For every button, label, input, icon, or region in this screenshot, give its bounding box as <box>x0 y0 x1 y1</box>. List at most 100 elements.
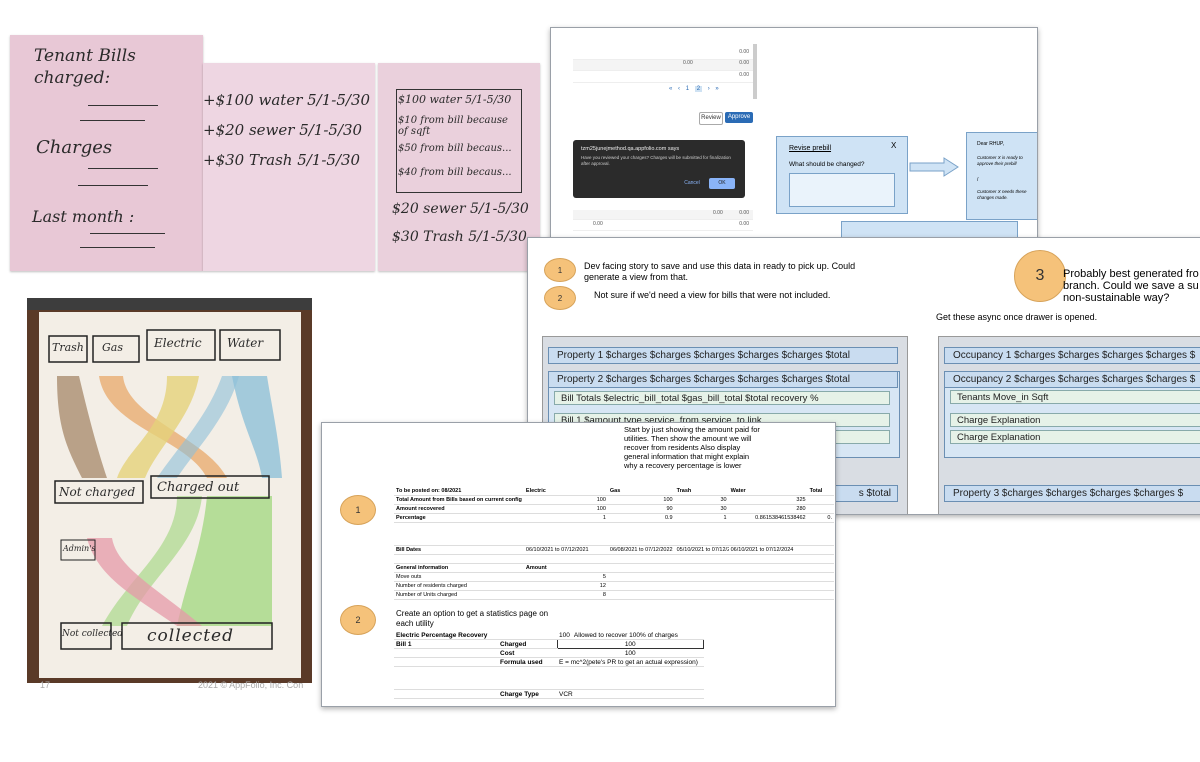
charge-explanation-1[interactable]: Charge Explanation <box>950 413 1200 427</box>
table-cell: Cost <box>498 648 557 658</box>
table-cell: Number of Units charged <box>394 590 524 600</box>
table-cell: 05/10/2021 to 07/12/2 <box>674 545 729 555</box>
table-cell: 12 <box>523 581 608 591</box>
stats-table: Electric Percentage Recovery 100 Allowed… <box>394 631 704 699</box>
table-cell: 100 <box>523 504 608 514</box>
revise-question: What should be changed? <box>789 161 865 168</box>
table-header-cell: Trash <box>674 487 729 496</box>
table-cell: 0.9 <box>607 513 675 523</box>
note-line: $10 from bill because of sqft <box>398 115 508 137</box>
note-line: $40 from bill becaus... <box>398 167 512 178</box>
table-cell: 0.861538461538462 <box>728 513 808 523</box>
table-cell: 90 <box>607 504 675 514</box>
bill-totals-row[interactable]: Bill Totals $electric_bill_total $gas_bi… <box>554 391 890 405</box>
pagination-page-2[interactable]: 2 <box>694 86 703 92</box>
email-line-2: Customer X needs these changes made. <box>977 189 1027 200</box>
table-cell: 0.00 <box>739 72 749 78</box>
sankey-label-gas: Gas <box>102 341 123 354</box>
table-cell: 0.00 <box>683 60 693 66</box>
sticky-note-tenant-bills: Tenant Bills charged: Charges Last month… <box>10 35 203 271</box>
note-line: +$30 Trash 5/1-5/30 <box>203 151 361 169</box>
step-marker-1: 1 <box>544 258 576 282</box>
table-cell: 06/10/2021 to 07/12/2021 <box>523 545 608 555</box>
table-cell[interactable]: 100 <box>556 639 704 649</box>
table-cell: 0.00 <box>739 221 749 227</box>
step-marker-3: 3 <box>1014 250 1066 302</box>
note-title: Tenant Bills charged: <box>34 46 136 88</box>
table-cell: 0.00 <box>713 210 723 216</box>
table-header-cell: Electric <box>523 487 608 496</box>
dialog-cancel-button[interactable]: Cancel <box>684 180 700 186</box>
revise-prebill-title: Revise prebill <box>789 145 832 152</box>
table-cell: 325 <box>728 495 808 505</box>
scrollbar[interactable] <box>753 44 757 99</box>
sankey-label-not-collected: Not collected <box>62 629 124 639</box>
step-marker-2: 2 <box>544 286 576 310</box>
tenants-row[interactable]: Tenants Move_in Sqft <box>950 390 1200 404</box>
row-total: s $total <box>858 488 891 499</box>
note-last-month-label: Last month : <box>32 207 135 226</box>
pagination-last[interactable]: » <box>715 86 719 92</box>
step-marker-1: 1 <box>340 495 376 525</box>
note-line: +$20 sewer 5/1-5/30 <box>203 121 363 139</box>
note-1-text: Dev facing story to save and use this da… <box>584 261 856 282</box>
email-slash: / <box>977 177 979 183</box>
table-cell: Amount recovered <box>394 504 524 514</box>
table-cell: 100 <box>557 648 704 658</box>
review-button[interactable]: Review <box>699 112 723 125</box>
table-cell: 1 <box>674 513 729 523</box>
pagination: « ‹ 1 2 › » <box>669 86 719 92</box>
approve-button[interactable]: Approve <box>725 112 753 123</box>
sankey-label-electric: Electric <box>154 336 202 350</box>
note-line: $30 Trash 5/1-5/30 <box>392 229 527 245</box>
table-cell: 0.00 <box>739 49 749 55</box>
property-row-3[interactable]: Property 3 $charges $charges $charges $c… <box>944 485 1200 502</box>
property-row-2[interactable]: Property 2 $charges $charges $charges $c… <box>548 371 898 388</box>
note-3-text: Probably best generated fro branch. Coul… <box>1063 268 1199 304</box>
table-cell: 0.00 <box>593 221 603 227</box>
table-cell: Total Amount from Bills based on current… <box>394 495 524 505</box>
sankey-label-trash: Trash <box>52 341 84 354</box>
table-cell: 8 <box>523 590 608 600</box>
occupancy-row-2[interactable]: Occupancy 2 $charges $charges $charges $… <box>944 371 1200 388</box>
dialog-host: tzm25junejmethod.qa.appfolio.com says <box>581 146 680 152</box>
property-row-1[interactable]: Property 1 $charges $charges $charges $c… <box>548 347 898 364</box>
sankey-label-water: Water <box>227 336 264 350</box>
confirm-dialog: tzm25junejmethod.qa.appfolio.com says Ha… <box>573 140 745 198</box>
table-cell: Number of residents charged <box>394 581 524 591</box>
pagination-page-1[interactable]: 1 <box>685 86 690 92</box>
table-cell: E = mc^2(pete's PR to get an actual expr… <box>557 657 704 667</box>
table-cell: 0. <box>807 513 834 523</box>
sankey-label-collected: collected <box>147 626 234 646</box>
async-note: Get these async once drawer is opened. <box>936 312 1098 322</box>
pagination-first[interactable]: « <box>669 86 673 92</box>
spreadsheet-sheet: Start by just showing the amount paid fo… <box>321 422 836 707</box>
close-icon[interactable]: X <box>891 141 897 150</box>
copyright-text: 2021 © AppFolio, Inc. Con <box>198 680 304 690</box>
sankey-sketch-photo: Trash Gas Electric Water Not charged Cha… <box>27 298 312 683</box>
sankey-label-not-charged: Not charged <box>59 485 136 499</box>
utility-summary-table: To be posted on: 08/2021 Electric Gas Tr… <box>394 487 834 600</box>
sankey-label-charged-out: Charged out <box>157 480 240 495</box>
pagination-next[interactable]: › <box>707 86 710 92</box>
table-header-cell: Water <box>728 487 808 496</box>
note-2-text: Not sure if we'd need a view for bills t… <box>594 290 831 300</box>
table-cell: 280 <box>728 504 808 514</box>
explanation-note: Start by just showing the amount paid fo… <box>624 425 760 470</box>
occupancy-row-1[interactable]: Occupancy 1 $charges $charges $charges $… <box>944 347 1200 364</box>
table-cell: 100 <box>557 631 572 640</box>
table-cell: Bill 1 <box>394 639 498 649</box>
pagination-prev[interactable]: ‹ <box>678 86 681 92</box>
charge-explanation-2[interactable]: Charge Explanation <box>950 430 1200 444</box>
table-header-cell: Gas <box>607 487 675 496</box>
dialog-message: Have you reviewed your charges? Charges … <box>581 155 731 166</box>
dialog-ok-button[interactable]: OK <box>709 178 735 189</box>
table-cell: 30 <box>674 495 729 505</box>
table-cell: 0.00 <box>739 60 749 66</box>
note-line: +$100 water 5/1-5/30 <box>203 91 371 109</box>
table-cell: Formula used <box>498 657 557 667</box>
email-panel: Dear RHUP, Customer X is ready to approv… <box>966 132 1037 220</box>
table-cell: Charged <box>498 639 557 649</box>
table-cell: 100 <box>523 495 608 505</box>
revise-textarea[interactable] <box>789 173 895 207</box>
